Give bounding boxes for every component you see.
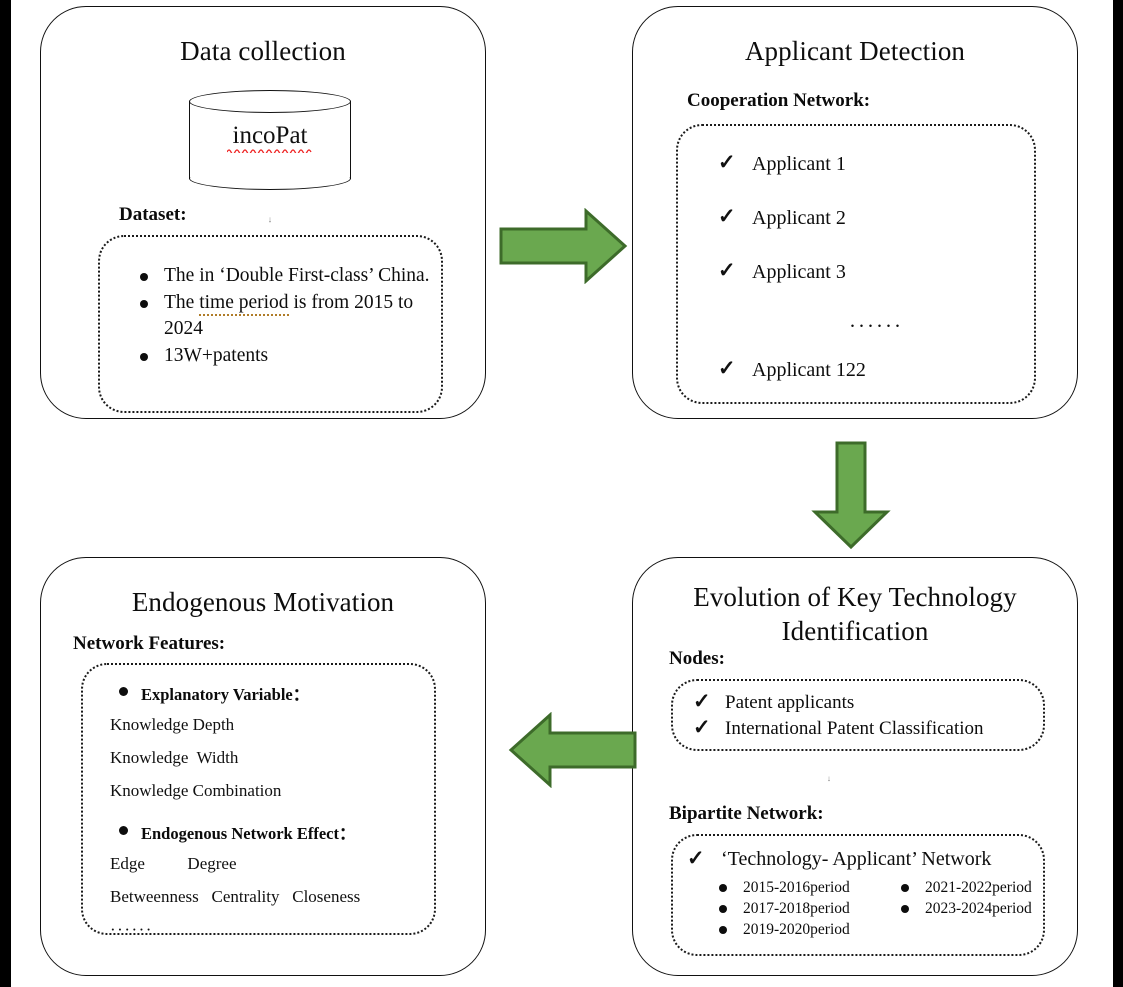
arrow-left-icon [508,712,637,788]
stage-box-applicant-detection: Applicant Detection Cooperation Network:… [632,6,1078,419]
list-item: 2023-2024period [895,898,1077,919]
page-title-data-collection: Data collection [180,36,346,66]
list-item: Applicant 1 [718,150,1034,176]
dataset-item2-suffix: is from 2015 to 2024 [164,292,414,339]
stage-box-evolution-key-technology: Evolution of Key Technology Identificati… [632,557,1078,976]
dataset-panel: The in ‘Double First-class’ China. The t… [98,235,443,413]
list-item: Knowledge Combination [110,781,282,800]
list-item: 2019-2020period [713,919,895,940]
diagram-canvas: Data collection incoPat Dataset: The in … [11,0,1113,987]
list-item: Betweenness Centrality Closeness [110,887,361,906]
evolution-title-line1: Evolution of Key Technology [693,582,1017,612]
cylinder-top-ellipse [189,90,351,113]
list-item: Applicant 3 [718,258,1034,284]
arrow-down-icon [811,441,891,550]
page-title-applicant-detection: Applicant Detection [744,36,966,66]
grammarcheck-underlined-text: time period [199,292,289,316]
list-item: The time period is from 2015 to 2024 [140,290,431,342]
bipartite-network-panel: ‘Technology- Applicant’ Network 2015-201… [671,834,1045,956]
spellcheck-squiggle-icon [227,149,312,153]
bipartite-network-item: ‘Technology- Applicant’ Network [673,846,1043,871]
list-item: Patent applicants [693,688,1043,716]
list-item: Knowledge Depth [110,715,235,734]
list-item: Applicant 2 [718,204,1034,230]
database-name-label: incoPat [189,122,351,153]
dataset-item2-prefix: The [164,292,200,313]
database-cylinder-icon: incoPat [189,90,351,190]
database-name-text: incoPat [232,122,308,149]
dataset-heading: Dataset: [119,204,187,225]
list-item: Knowledge Width [110,748,239,767]
explanatory-variable-heading: Explanatory Variable： [83,681,434,705]
arrow-right-icon [499,208,628,284]
arrow-db-to-dataset-icon [269,217,271,223]
list-ellipsis: ······ [849,314,903,338]
period-grid: 2015-2016period 2021-2022period 2017-201… [673,877,1043,940]
list-item: 2015-2016period [713,877,895,898]
list-item: 2017-2018period [713,898,895,919]
cooperation-network-heading: Cooperation Network: [687,90,871,111]
dataset-list: The in ‘Double First-class’ China. The t… [100,237,441,369]
network-features-panel: Explanatory Variable： Knowledge Depth Kn… [81,663,436,939]
applicant-list: Applicant 1 Applicant 2 Applicant 3 ····… [678,126,1034,382]
list-item: Applicant 122 [718,356,1034,382]
evolution-title-line2: Identification [781,616,929,646]
list-item: 13W+patents [140,343,431,369]
bipartite-network-heading: Bipartite Network: [669,803,824,824]
network-features-heading: Network Features: [73,633,226,654]
list-item: The in ‘Double First-class’ China. [140,263,431,289]
stage-box-data-collection: Data collection incoPat Dataset: The in … [40,6,486,419]
page-title-evolution: Evolution of Key Technology Identificati… [633,580,1077,648]
stage-box-endogenous-motivation: Endogenous Motivation Network Features: … [40,557,486,976]
cooperation-network-panel: Applicant 1 Applicant 2 Applicant 3 ····… [676,124,1036,404]
cylinder-body [189,101,351,179]
page-title-endogenous-motivation: Endogenous Motivation [131,587,395,617]
list-item: International Patent Classification [693,714,1043,742]
nodes-heading: Nodes: [669,648,725,669]
nodes-panel: Patent applicants International Patent C… [671,679,1045,751]
list-item: 2021-2022period [895,877,1077,898]
list-ellipsis: ······ [110,920,153,939]
arrow-nodes-to-bipartite-icon [828,776,830,782]
endogenous-network-effect-heading: Endogenous Network Effect： [83,820,434,844]
nodes-list: Patent applicants International Patent C… [673,681,1043,742]
list-item: Edge Degree [110,854,237,873]
